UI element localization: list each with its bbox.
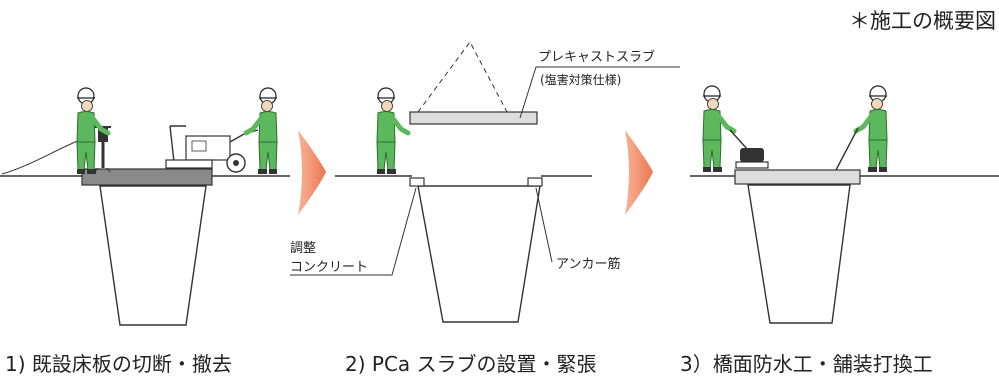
worker-4 (703, 86, 734, 172)
anchor-bar-label: アンカー筋 (556, 256, 620, 272)
diagram-title: ＊施工の概要図 (849, 9, 996, 33)
new-deck-slab (734, 169, 861, 185)
lifting-sling (417, 41, 508, 113)
adjust-concrete-leader (290, 187, 417, 276)
adjustment-concrete-block-right (527, 177, 543, 187)
adjust-concrete-label-2: コンクリート (290, 260, 368, 275)
panel-step-1 (0, 88, 290, 326)
paving-tool (835, 127, 859, 171)
girder (417, 185, 541, 323)
step-arrow-1 (298, 130, 326, 215)
girder (747, 184, 851, 324)
precast-slab-leader (519, 66, 680, 119)
anchor-leader (535, 187, 553, 263)
panel-step-3 (690, 86, 999, 324)
existing-deck-slab (81, 168, 213, 186)
hose (1, 139, 81, 175)
plate-compactor (729, 129, 769, 169)
step-2-caption: 2) PCa スラブの設置・緊張 (345, 352, 597, 376)
panel-step-2: プレキャストスラブ (塩害対策仕様) 調整 コンクリート アンカー筋 (290, 41, 680, 323)
step-3-caption: 3）橋面防水工・舗装打換工 (680, 352, 933, 376)
precast-slab (409, 111, 538, 125)
worker-2 (246, 88, 277, 174)
step-1-caption: 1) 既設床板の切断・撤去 (5, 352, 232, 376)
precast-slab-label: プレキャストスラブ (538, 49, 655, 65)
worker-5 (856, 86, 887, 172)
precast-slab-spec-label: (塩害対策仕様) (540, 72, 621, 87)
step-arrow-2 (625, 130, 653, 215)
adjust-concrete-label-1: 調整 (290, 241, 316, 256)
adjustment-concrete-block-left (409, 177, 425, 187)
concrete-cutter (165, 125, 259, 173)
girder (99, 185, 207, 326)
worker-3 (377, 88, 408, 174)
